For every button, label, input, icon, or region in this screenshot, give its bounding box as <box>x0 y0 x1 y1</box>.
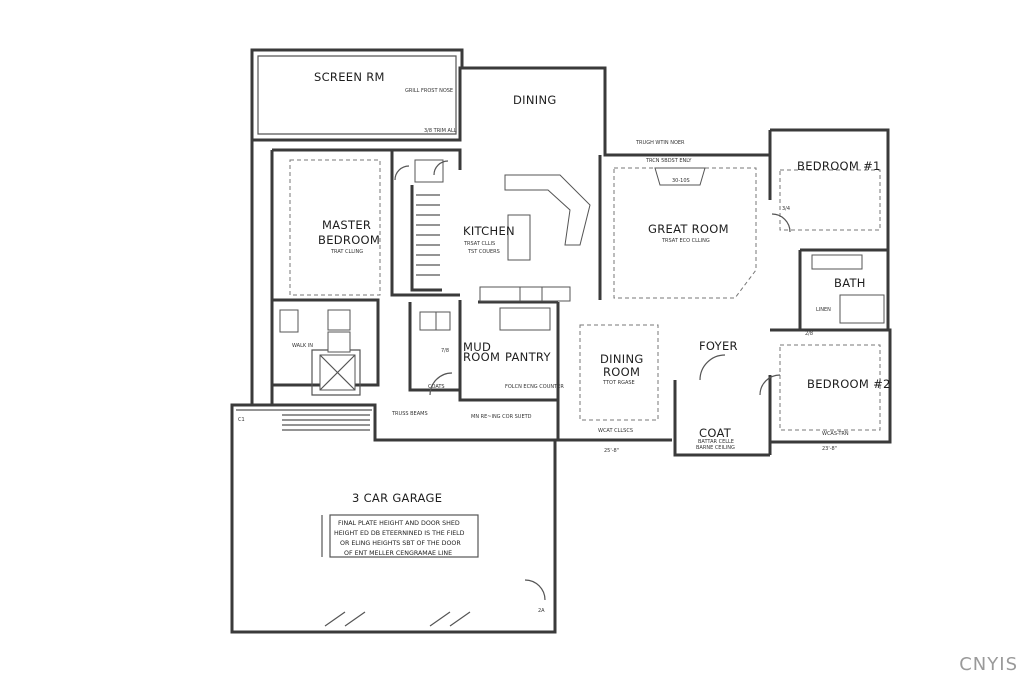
dimensions: 25'-8" 23'-8" C1 2A 7/8 3/4 2/8 <box>238 206 837 614</box>
garage-note-line: HEIGHT ED DB ETEERNINED IS THE FIELD <box>334 530 465 537</box>
room-label-dining: DINING <box>513 93 557 107</box>
note-pantry-counter: FOLCN ECNG COUNTER <box>505 384 564 390</box>
note-dining-room-lower: WCAT CLLSCS <box>598 428 633 434</box>
note-screen-trim: 3/8 TRIM ALL <box>424 128 457 134</box>
kitchen-fixtures <box>414 159 591 331</box>
room-label-foyer: FOYER <box>699 339 738 353</box>
note-walk-in: WALK IN <box>292 343 313 349</box>
note-coat-ceiling-2: BARNE CEILING <box>696 445 735 451</box>
room-label-mud-1: MUD <box>463 340 491 354</box>
note-kitchen-ceiling: TRSAT CLLIS <box>463 241 495 247</box>
note-coats: COATS <box>428 384 445 390</box>
room-label-master-1: MASTER <box>322 218 371 232</box>
dim-bedroom1: 3/4 <box>782 206 790 212</box>
room-label-master-2: BEDROOM <box>318 233 380 247</box>
dim-garage-corner: C1 <box>238 417 245 423</box>
note-great-ceiling: TRSAT ECO CLLING <box>661 238 710 244</box>
note-master-ceiling: TRAT CLLING <box>330 249 363 255</box>
garage-note-line: OF ENT MELLER CENGRAMAE LINE <box>344 550 452 557</box>
bath-fixtures <box>279 254 885 391</box>
note-garage-door: MN RE~ING COR SUETD <box>471 414 532 420</box>
garage-note-box <box>329 514 479 558</box>
walls <box>230 48 892 634</box>
room-label-mud-2: ROOM <box>463 350 500 364</box>
watermark: CNYIS <box>959 654 1018 675</box>
room-label-screen: SCREEN RM <box>314 70 385 84</box>
door-swings <box>324 160 791 627</box>
room-label-bath: BATH <box>834 276 866 290</box>
room-label-kitchen: KITCHEN <box>463 224 515 238</box>
note-kitchen-counter: TST COUERS <box>467 249 500 255</box>
note-beams: TRUSS BEAMS <box>391 411 428 417</box>
note-great-dim: 30-10S <box>672 178 690 184</box>
room-label-garage: 3 CAR GARAGE <box>352 491 442 505</box>
annotations: GRILL FROST NOSE 3/8 TRIM ALL TRUGH WTIN… <box>292 88 849 451</box>
room-label-great: GREAT ROOM <box>648 222 729 236</box>
ceiling-outlines <box>579 167 881 431</box>
note-dining-room-ceiling: TTOT RGASE <box>602 380 635 386</box>
room-label-dining-room-2: ROOM <box>603 365 640 379</box>
screen-room-details <box>257 55 457 296</box>
room-label-coat: COAT <box>699 426 732 440</box>
note-great-top: TRCN 5BDST ENLY <box>645 158 692 164</box>
dim-garage-corner-2: 2A <box>538 608 545 614</box>
fireplace <box>654 167 706 186</box>
dim-closet: 2/8 <box>805 331 813 337</box>
room-label-bedroom2: BEDROOM #2 <box>807 377 891 391</box>
note-dining-cab: TRUGH WTIN NOER <box>635 140 685 146</box>
stairs <box>282 194 440 431</box>
room-label-dining-room-1: DINING <box>600 352 644 366</box>
room-label-pantry: PANTRY <box>505 350 551 364</box>
note-coat-ceiling: BATTAR CELLE <box>698 439 734 445</box>
dim-mud: 7/8 <box>441 348 449 354</box>
garage-note-line: OR ELING HEIGHTS SBT OF THE DOOR <box>340 540 461 547</box>
note-closet-line: WCAS-TRN <box>822 431 849 437</box>
note-screen-grill: GRILL FROST NOSE <box>405 88 453 94</box>
dim-bedroom2-width: 23'-8" <box>822 446 837 452</box>
room-label-bedroom1: BEDROOM #1 <box>797 159 881 173</box>
dim-great-width: 25'-8" <box>604 448 619 454</box>
garage-note: FINAL PLATE HEIGHT AND DOOR SHED HEIGHT … <box>334 520 465 557</box>
garage-note-line: FINAL PLATE HEIGHT AND DOOR SHED <box>338 520 460 527</box>
room-labels: SCREEN RM DINING BEDROOM #1 MASTER BEDRO… <box>314 70 891 505</box>
note-linen: LINEN <box>816 307 831 313</box>
